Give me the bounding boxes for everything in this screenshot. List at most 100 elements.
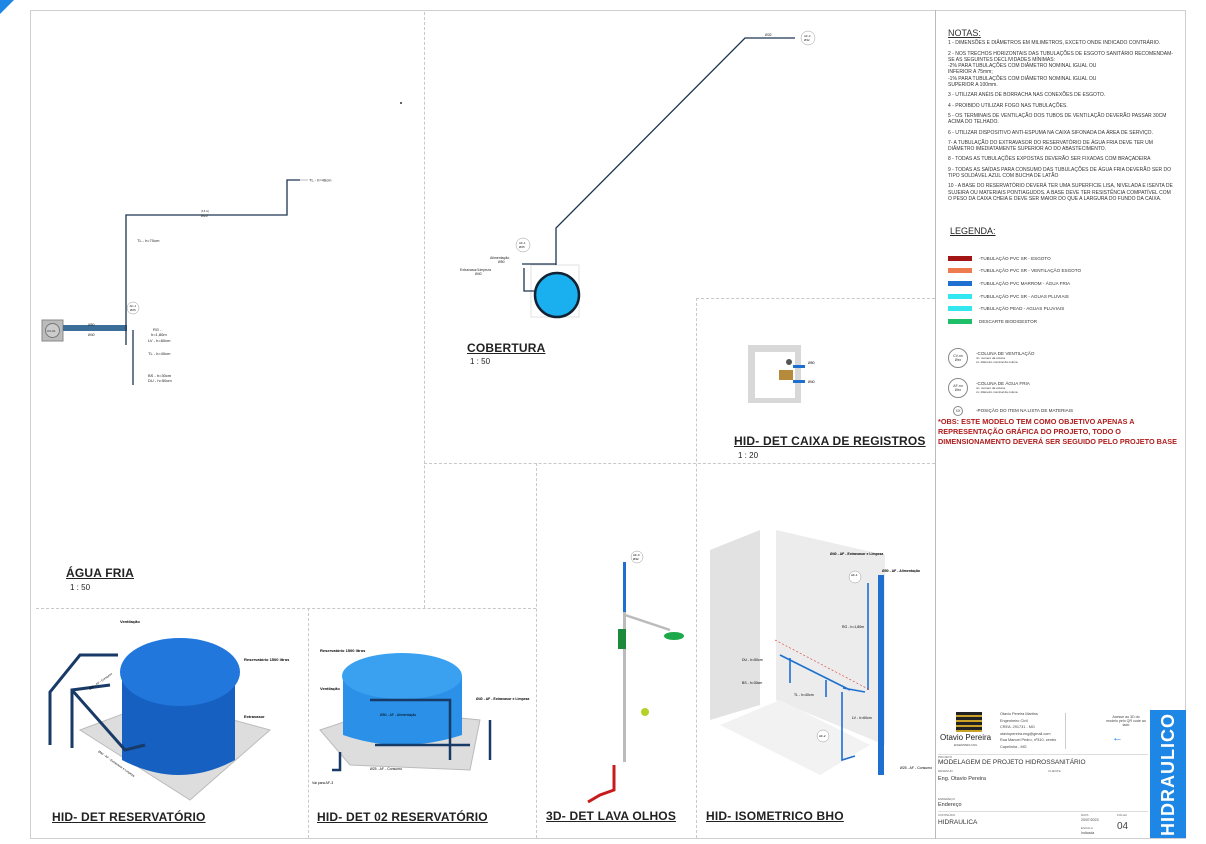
legend-item: -TUBULAÇÃO PVC MARROM - ÁGUA FRIA [948, 277, 1173, 290]
svg-text:TL - h=46cm: TL - h=46cm [309, 178, 332, 183]
symbol-sub: nn: numero da coluna [976, 356, 1006, 361]
drain-pipe [587, 765, 616, 804]
reservatorio-3d: Ventilação Reservatório 1500 litros Extr… [48, 619, 290, 801]
sheet-frame [30, 10, 1186, 839]
legend-label: -TUBULAÇÃO PVC SR - ESGOTO [979, 255, 1051, 261]
svg-text:AF-2: AF-2 [804, 34, 811, 38]
svg-text:AF-2: AF-2 [819, 734, 826, 738]
svg-text:Ø25: Ø25 [519, 245, 525, 249]
divider [696, 298, 935, 299]
field-label: DESENHO [938, 769, 953, 773]
divider [696, 298, 697, 838]
svg-text:BS - h=30cm: BS - h=30cm [742, 681, 762, 685]
field-label: DATA [1081, 813, 1089, 817]
valve [779, 370, 793, 380]
svg-text:AF-3: AF-3 [633, 553, 640, 557]
svg-text:RG - h=1,80m: RG - h=1,80m [842, 625, 864, 629]
project-name: MODELAGEM DE PROJETO HIDROSSANITÁRIO [938, 759, 1086, 766]
address: Endereço [938, 802, 962, 808]
svg-text:Ø50: Ø50 [808, 361, 815, 365]
legend-item: -TUBULAÇÃO PVC SR - ESGOTO [948, 252, 1173, 265]
svg-text:DU - h=50cm: DU - h=50cm [148, 378, 172, 383]
note-item: 9 - TODAS AS SAÍDAS PARA CONSUMO DAS TUB… [948, 166, 1172, 180]
svg-text:RG -: RG - [153, 327, 162, 332]
discipline-label: HIDRAULICO [1157, 712, 1178, 836]
svg-text:LV - h=60cm: LV - h=60cm [852, 716, 872, 720]
notes-title: NOTAS: [948, 28, 981, 38]
view-title-det-reservatorio: HID- DET RESERVATÓRIO [52, 810, 206, 824]
view-title-det02-reservatorio: HID- DET 02 RESERVATÓRIO [317, 810, 488, 824]
content-name: HIDRAULICA [938, 819, 978, 826]
svg-text:Extravasor/Limpeza: Extravasor/Limpeza [460, 268, 491, 272]
designer-name: Eng. Otavio Pereira [938, 776, 986, 782]
legend-swatch [948, 318, 972, 324]
divider [36, 608, 536, 609]
reservoir-top-view [533, 271, 581, 319]
company-sub: ENGENHARIA CIVIL [954, 744, 978, 747]
svg-text:AF-1: AF-1 [130, 304, 137, 308]
company-logo-icon [956, 712, 982, 732]
view-scale: 1 : 50 [470, 357, 491, 366]
reservatorio-3d-02: Reservatório 1500 litros Ventilação Ø40 … [312, 648, 529, 785]
svg-text:h=1,80m: h=1,80m [151, 332, 167, 337]
legend-label: -TUBULAÇÃO PEAD - AGUAS PLUVIAIS [979, 306, 1065, 312]
reservoir-lid [342, 653, 462, 699]
discipline-banner: HIDRAULICO [1150, 710, 1186, 838]
isometrico-bho: Ø40 - AF - Extravasor e Limpeza Ø50 - AF… [710, 530, 932, 775]
legend-title: LEGENDA: [950, 226, 996, 236]
legend-label: -TUBULAÇÃO PVC SR - VENTILAÇÃO ESGOTO [979, 268, 1082, 274]
shower-head [664, 632, 684, 640]
caixa-registros-detail: Ø50 Ø40 [748, 345, 815, 403]
svg-text:Reservatório 1500 litros: Reservatório 1500 litros [320, 648, 366, 653]
field-label: CLIENTE [1048, 769, 1061, 773]
item-position-icon: XX [953, 405, 963, 416]
svg-text:CX-01: CX-01 [47, 329, 56, 333]
arrow-left-icon: ← [1112, 732, 1123, 744]
legend-symbol: XX -POSIÇÃO DO ITEM NA LISTA DE MATERIAI… [948, 405, 1173, 416]
divider [536, 463, 537, 838]
svg-text:BS - h=30cm: BS - h=30cm [148, 373, 172, 378]
legend-swatch [948, 306, 972, 312]
note-item: 6 - UTILIZAR DISPOSITIVO ANTI-ESPUMA NA … [948, 129, 1153, 136]
view-scale: 1 : 20 [738, 451, 759, 460]
field-label: ESCALA [1081, 826, 1093, 830]
svg-text:TL - h=70cm: TL - h=70cm [137, 238, 160, 243]
svg-text:TL - h=40cm: TL - h=40cm [794, 693, 814, 697]
scale: Indicada [1081, 831, 1095, 835]
svg-text:Ventilação: Ventilação [120, 619, 140, 624]
symbol-label: -COLUNA DE VENTILAÇÃO [976, 351, 1035, 357]
view-scale: 1 : 50 [70, 583, 91, 592]
lava-olhos-3d: AF-3 Ø32 [587, 550, 684, 804]
title-block: Otavio Pereira ENGENHARIA CIVIL Otavio P… [936, 705, 1186, 839]
pipe [63, 325, 127, 331]
view-title-isometrico: HID- ISOMETRICO BHO [706, 809, 844, 823]
legend-swatch [948, 268, 972, 274]
company-name: Otavio Pereira [940, 733, 992, 742]
notes-panel: NOTAS: 1 - DIMENSÕES E DIÂMETROS EM MILI… [948, 28, 1173, 206]
legend-label: -TUBULAÇÃO PVC SR - AGUAS PLUVIAIS [979, 293, 1069, 299]
view-title-agua-fria: ÁGUA FRIA [66, 566, 135, 580]
symbol-sub: nn: numero da coluna [976, 386, 1006, 391]
note-item: 1 - DIMENSÕES E DIÂMETROS EM MILIMETROS,… [948, 40, 1161, 47]
field-label: FOLHA [1117, 813, 1128, 817]
svg-text:Vai para AF-3: Vai para AF-3 [312, 781, 333, 785]
symbol-label: -COLUNA DE ÁGUA FRIA [976, 381, 1030, 387]
note-item: 4 - PROIBIDO UTILIZAR FOGO NAS TUBULAÇÕE… [948, 102, 1068, 109]
corner-marker [0, 0, 14, 14]
svg-text:Ø32: Ø32 [804, 38, 810, 42]
view-title-caixa-registros: HID- DET CAIXA DE REGISTROS [734, 434, 926, 448]
svg-text:(3,6 m): (3,6 m) [201, 210, 209, 213]
pipe [878, 575, 884, 775]
symbol-sub: xx: diâmetro nominal da coluna [976, 360, 1018, 365]
svg-text:Ø25 - AF - Consumo: Ø25 - AF - Consumo [370, 767, 402, 771]
svg-text:Ø40: Ø40 [475, 272, 482, 276]
svg-text:AF-1: AF-1 [851, 573, 858, 577]
view-title-cobertura: COBERTURA [467, 341, 546, 355]
cobertura-plan: AF-2 Ø32 Ø32 AF-1 Ø25 Alimentação Ø50 Ex… [460, 30, 816, 319]
divider [424, 12, 425, 608]
legend-panel: -TUBULAÇÃO PVC SR - ESGOTO -TUBULAÇÃO PV… [948, 252, 1173, 416]
symbol-sub: xx: diâmetro nominal da coluna [976, 390, 1018, 395]
divider [308, 608, 309, 838]
